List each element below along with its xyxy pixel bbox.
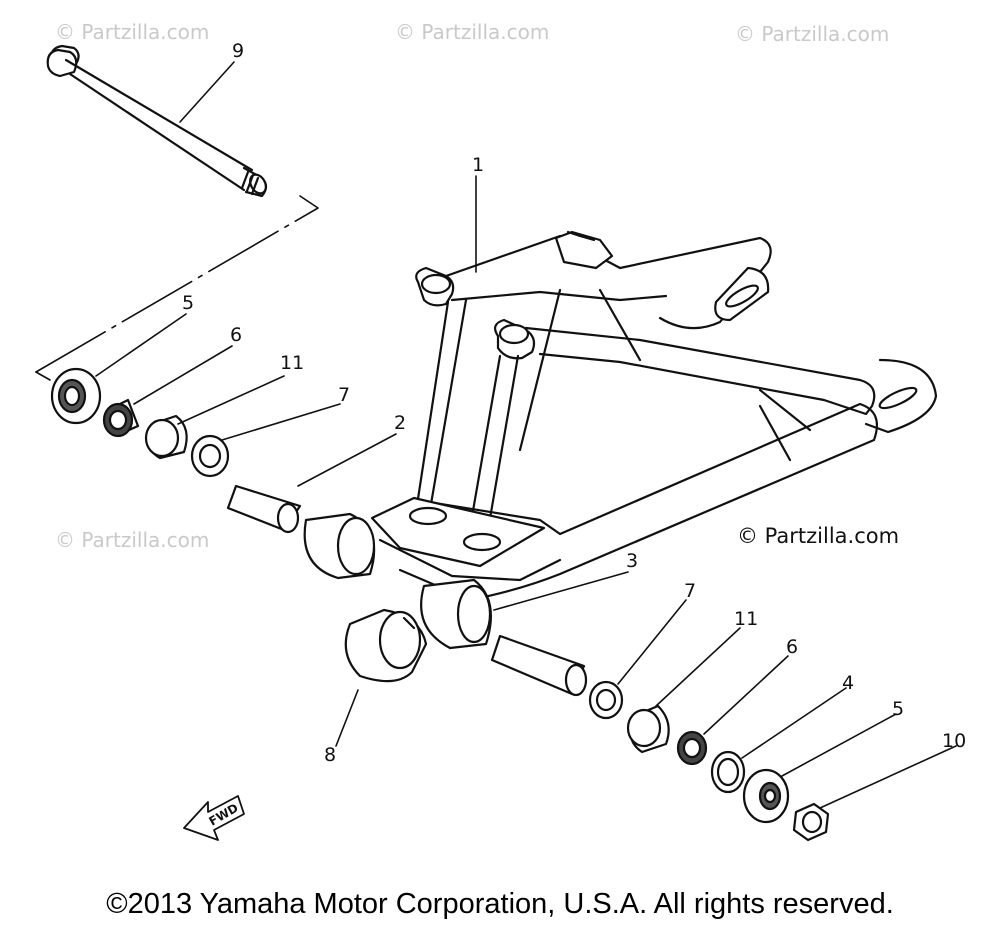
callout-8: 8 (324, 744, 337, 766)
oil-seal-left-part (50, 367, 102, 425)
pivot-shaft-part (46, 44, 268, 198)
washer-part (710, 750, 746, 794)
callout-5-left: 5 (182, 292, 195, 314)
collar-left-part (144, 414, 188, 460)
leader-lines (95, 61, 957, 809)
callout-11-right: 11 (734, 608, 759, 630)
callout-4: 4 (842, 672, 855, 694)
callout-5-right: 5 (892, 698, 905, 720)
nut-part (792, 802, 830, 842)
collar-right-part (626, 704, 670, 754)
watermark-top-right: © Partzilla.com (735, 22, 890, 46)
callout-6-right: 6 (786, 636, 799, 658)
spacer-left-part (226, 484, 302, 534)
callout-6-left: 6 (230, 324, 243, 346)
callout-9: 9 (232, 40, 245, 62)
oil-seal-right-part (742, 768, 790, 824)
split-bushing-part (344, 608, 428, 683)
watermark-mid-left: © Partzilla.com (55, 528, 210, 552)
watermark-top-center: © Partzilla.com (395, 20, 550, 44)
bearing-left-part (102, 398, 140, 438)
watermark-mid-right: © Partzilla.com (737, 524, 900, 548)
bearing-right-part (676, 730, 708, 766)
swingarm-body-part (370, 230, 938, 602)
bushing-left-part (190, 434, 230, 478)
spacer-right-part (490, 634, 588, 697)
callout-7-left: 7 (338, 384, 351, 406)
callout-2: 2 (394, 412, 407, 434)
callout-10: 10 (942, 730, 967, 752)
callout-11-left: 11 (280, 352, 305, 374)
front-direction-arrow (183, 795, 245, 841)
callout-1: 1 (472, 154, 485, 176)
bushing-right-part (588, 680, 624, 720)
callout-7-right: 7 (684, 580, 697, 602)
callout-3: 3 (626, 550, 639, 572)
copyright-notice: ©2013 Yamaha Motor Corporation, U.S.A. A… (106, 888, 894, 920)
watermark-top-left: © Partzilla.com (55, 20, 210, 44)
